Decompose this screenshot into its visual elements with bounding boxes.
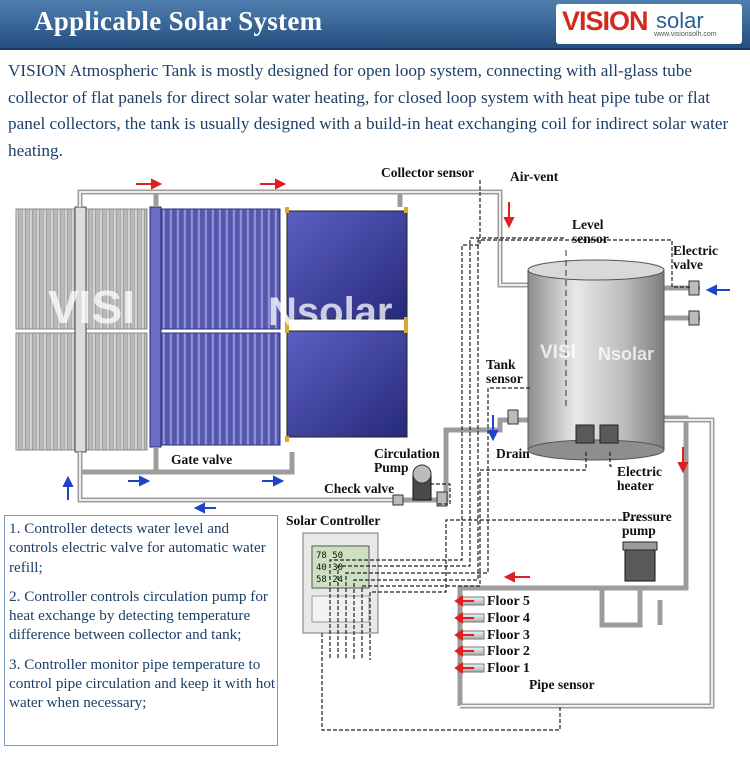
valves bbox=[392, 280, 700, 507]
note-item: 2. Controller controls circulation pump … bbox=[9, 587, 268, 644]
solar-controller-box bbox=[302, 532, 379, 634]
display-value: 58 bbox=[316, 575, 327, 585]
flat-panel-collector bbox=[285, 207, 408, 442]
logo-solar-text: solar bbox=[656, 8, 704, 33]
floor-label: Floor 2 bbox=[487, 644, 530, 659]
flow-arrows bbox=[62, 178, 730, 674]
label-air-vent: Air-vent bbox=[510, 169, 559, 184]
notes-box: 1. Controller detects water level and co… bbox=[4, 515, 278, 746]
pressure-pump bbox=[622, 541, 658, 582]
header-banner: Applicable Solar System VISION solar www… bbox=[0, 0, 750, 50]
floor-label: Floor 1 bbox=[487, 661, 530, 676]
display-value: 30 bbox=[332, 563, 344, 573]
floor-label: Floor 5 bbox=[487, 594, 530, 609]
watermark-right: Nsolar bbox=[268, 290, 393, 334]
pipe-highlight bbox=[79, 191, 713, 707]
label-collector-sensor: Collector sensor bbox=[381, 165, 475, 180]
note-item: 1. Controller detects water level and co… bbox=[9, 520, 266, 576]
intro-paragraph: VISION Atmospheric Tank is mostly design… bbox=[8, 61, 729, 160]
tank-watermark-left: VISI bbox=[540, 342, 576, 363]
label-gate-valve: Gate valve bbox=[171, 452, 233, 467]
circulation-pump bbox=[412, 464, 432, 501]
display-value: 50 bbox=[332, 551, 344, 561]
label-drain: Drain bbox=[496, 446, 530, 461]
controller-display: 78 50 40 30 58 24 bbox=[316, 550, 368, 586]
display-value: 40 bbox=[316, 563, 327, 573]
tank-watermark-right: Nsolar bbox=[598, 344, 655, 364]
sensor-cables bbox=[321, 180, 690, 731]
note-item: 3. Controller monitor pipe temperature t… bbox=[9, 655, 276, 712]
display-value: 78 bbox=[316, 551, 327, 561]
atmospheric-tank bbox=[527, 250, 665, 461]
label-check-valve: Check valve bbox=[324, 481, 395, 496]
label-solar-controller: Solar Controller bbox=[286, 513, 381, 528]
floor-label: Floor 3 bbox=[487, 628, 530, 643]
display-value: 24 bbox=[332, 575, 344, 585]
floor-label: Floor 4 bbox=[487, 611, 530, 626]
watermark-left: VISI bbox=[48, 281, 135, 333]
page-title: Applicable Solar System bbox=[34, 6, 323, 36]
vision-solar-logo: VISION solar www.visionsolh.com bbox=[556, 4, 742, 44]
logo-vision-text: VISION bbox=[562, 6, 649, 36]
blue-tube-collector bbox=[149, 206, 281, 448]
evacuated-tube-collector bbox=[15, 206, 148, 453]
logo-url-text: www.visionsolh.com bbox=[654, 31, 717, 38]
label-pipe-sensor: Pipe sensor bbox=[529, 677, 595, 692]
